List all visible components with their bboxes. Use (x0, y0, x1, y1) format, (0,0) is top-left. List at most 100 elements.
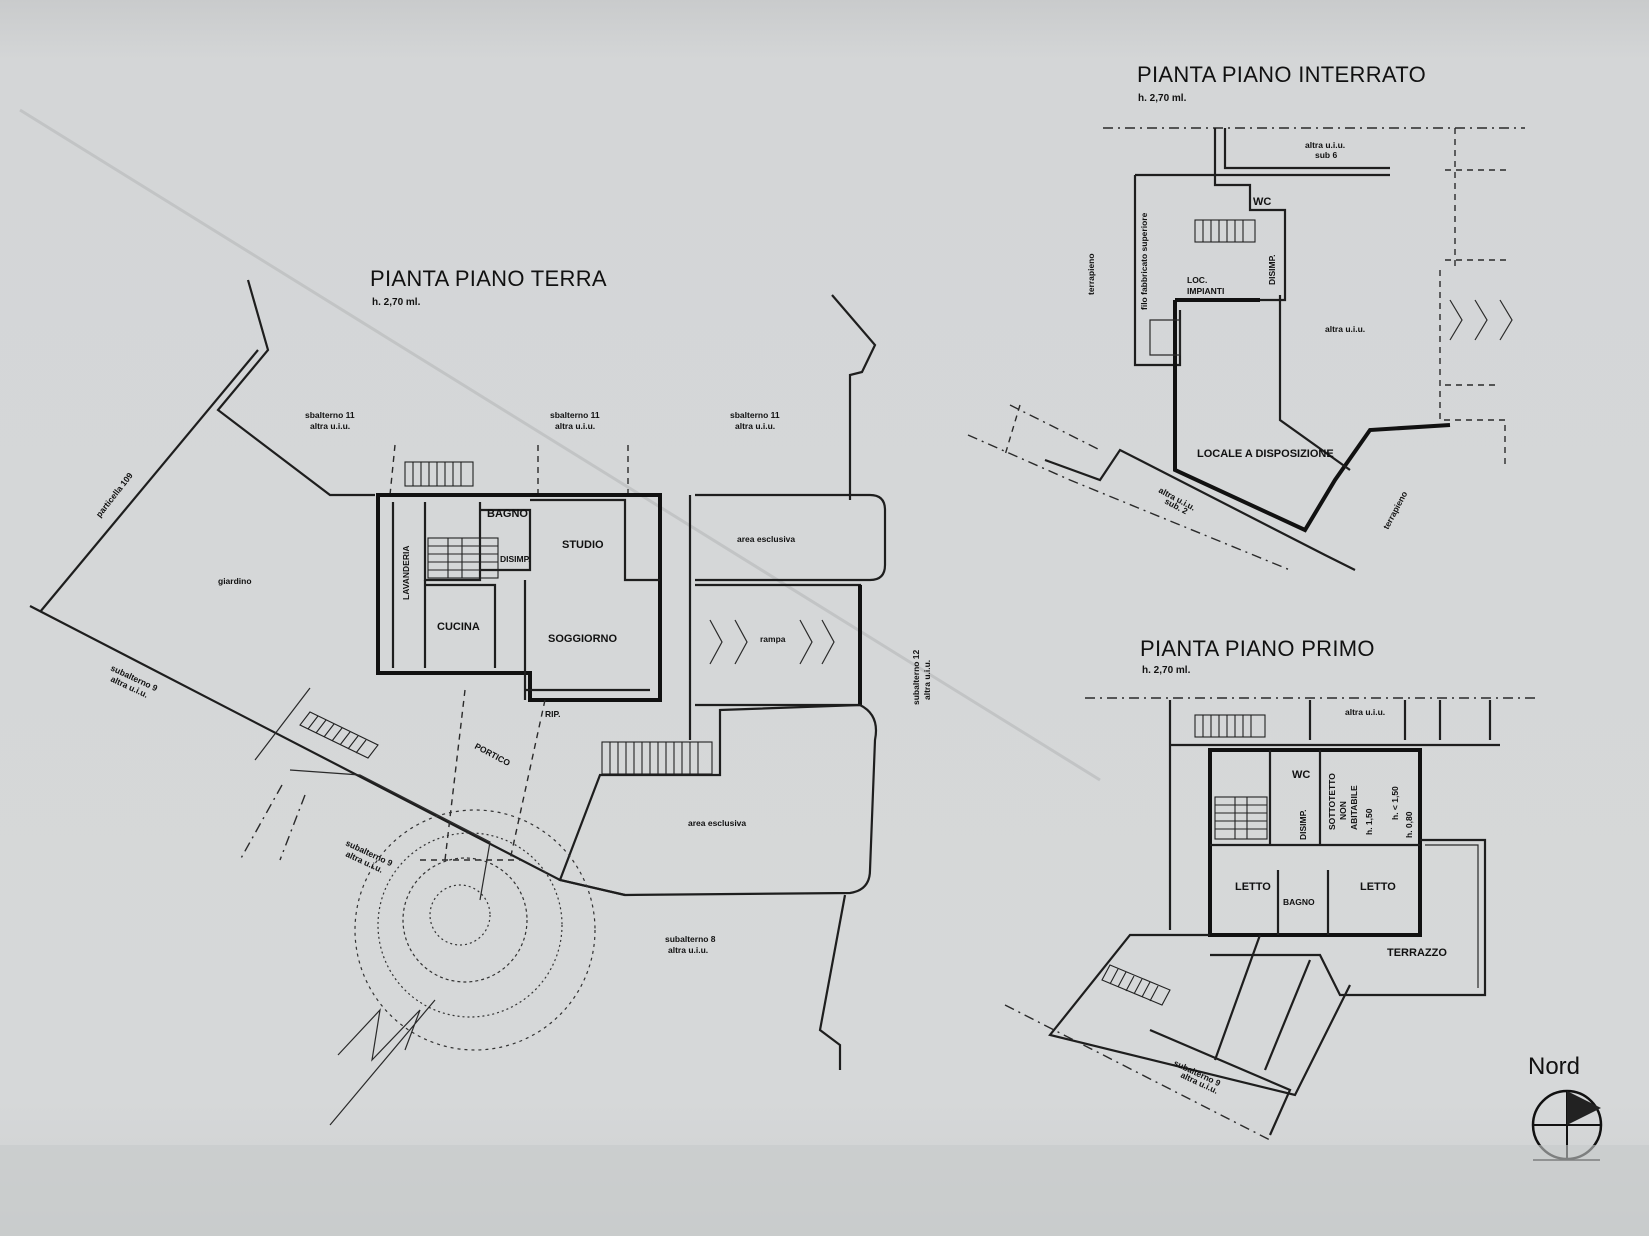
disimp-walls (480, 508, 532, 572)
first-house-outline (1208, 748, 1422, 937)
house-outline (376, 493, 662, 702)
basement-east-dashed (1439, 270, 1506, 465)
label-terrapieno-left: terrapieno (1086, 253, 1096, 295)
first-terrazzo-outline (1210, 838, 1487, 997)
basement-inner-wall (1278, 295, 1351, 471)
room-primo-disimp: DISIMP. (1298, 809, 1308, 840)
site-boundary-particella (39, 349, 259, 613)
site-boundary-se (818, 894, 847, 1070)
first-inner-walls (1210, 750, 1420, 935)
room-locale-disposizione: LOCALE A DISPOSIZIONE (1197, 448, 1334, 460)
label-sub11-right-2: altra u.i.u. (735, 421, 775, 431)
ground-floor-height: h. 2,70 ml. (372, 297, 421, 308)
room-letto-right: LETTO (1360, 881, 1396, 893)
label-sub12-2: altra u.i.u. (922, 660, 932, 700)
label-h-b: h. 0,80 (1404, 811, 1414, 838)
room-studio: STUDIO (562, 539, 604, 551)
first-terrazzo-inner (1425, 844, 1479, 988)
label-primo-altra-uiu: altra u.i.u. (1345, 707, 1385, 717)
ground-stair-top (404, 461, 474, 487)
room-bagno: BAGNO (487, 508, 528, 520)
label-sub11-mid-1: sbalterno 11 (550, 410, 600, 420)
label-sub11-left-1: sbalterno 11 (305, 410, 355, 420)
room-loc-1: LOC. (1187, 275, 1207, 285)
compass-needle (1567, 1091, 1601, 1125)
cucina-walls (423, 580, 497, 668)
label-interrato-altra-uiu: altra u.i.u. (1325, 324, 1365, 334)
room-cucina: CUCINA (437, 621, 480, 633)
label-particella: particella 109 (94, 470, 135, 519)
plan-basement: PIANTA PIANO INTERRATO h. 2,70 ml. altra… (967, 62, 1525, 571)
room-soggiorno: SOGGIORNO (548, 633, 618, 645)
tree-symbol (354, 809, 596, 1051)
basement-right-dashed (1445, 128, 1510, 270)
basement-ramp-arrows (1449, 299, 1513, 341)
garden-lines (254, 687, 491, 901)
room-portico: PORTICO (473, 741, 512, 768)
portico-outline (420, 689, 546, 861)
ground-floor-title: PIANTA PIANO TERRA (370, 266, 607, 291)
room-lavanderia: LAVANDERIA (401, 546, 411, 600)
paper-bottom-edge (0, 1145, 1649, 1236)
label-sub11-mid-2: altra u.i.u. (555, 421, 595, 431)
room-disimp: DISIMP. (500, 554, 531, 564)
basement-north-walls (1213, 128, 1390, 177)
first-floor-height: h. 2,70 ml. (1142, 665, 1191, 676)
site-boundary-east (831, 294, 877, 500)
first-north-walls (1168, 700, 1492, 930)
first-sub9-walls (1149, 1028, 1292, 1136)
room-sottotetto-1: SOTTOTETTO (1327, 773, 1337, 830)
site-boundary-north (216, 279, 375, 497)
room-sottotetto-2: NON (1338, 801, 1348, 820)
basement-height: h. 2,70 ml. (1138, 93, 1187, 104)
basement-sw-dashed (1004, 404, 1021, 456)
sub11-dividers (389, 444, 629, 496)
nord-label: Nord (1528, 1053, 1580, 1080)
label-interrato-altra-sub6-1: altra u.i.u. (1305, 140, 1345, 150)
plan-ground-floor: PIANTA PIANO TERRA h. 2,70 ml. (29, 266, 932, 1126)
soggiorno-walls (523, 580, 650, 700)
room-rip: RIP. (545, 709, 560, 719)
first-south-walls (1048, 933, 1351, 1097)
ground-stair-lower (601, 741, 713, 775)
label-area-esclusiva-bottom: area esclusiva (688, 818, 746, 828)
first-stair-sw (1101, 964, 1171, 1006)
first-boundary-dashed (1004, 1004, 1271, 1141)
plan-first-floor: PIANTA PIANO PRIMO h. 2,70 ml. altra u.i… (1004, 636, 1535, 1141)
rampa-arrows (709, 619, 835, 665)
first-floor-title: PIANTA PIANO PRIMO (1140, 636, 1375, 661)
label-h-150: h. < 1,50 (1390, 786, 1400, 820)
basement-south-walls (1044, 448, 1356, 571)
basement-wc-walls (1135, 173, 1287, 302)
north-arrow-sketch (329, 999, 436, 1126)
label-interrato-altra-sub6-2: sub 6 (1315, 150, 1337, 160)
room-primo-wc: WC (1292, 769, 1310, 781)
site-boundary-south (29, 605, 626, 897)
label-terrapieno-right: terrapieno (1381, 490, 1409, 531)
room-primo-bagno: BAGNO (1283, 897, 1315, 907)
room-interrato-disimp: DISIMP. (1267, 254, 1277, 285)
label-sub8-1: subalterno 8 (665, 934, 716, 944)
room-sottotetto-3: ABITABILE (1349, 785, 1359, 830)
room-interrato-wc: WC (1253, 196, 1271, 208)
first-stair (1214, 796, 1268, 840)
label-area-esclusiva-top: area esclusiva (737, 534, 795, 544)
ground-stair-inner (427, 537, 499, 579)
label-sub12-1: subalterno 12 (911, 649, 921, 705)
basement-title: PIANTA PIANO INTERRATO (1137, 62, 1426, 87)
paper-fold (19, 108, 1101, 782)
label-sub8-2: altra u.i.u. (668, 945, 708, 955)
basement-stair (1194, 219, 1256, 243)
area-esclusiva-top (695, 493, 887, 582)
basement-shaft (1149, 319, 1181, 356)
basement-locale-walls (1173, 298, 1451, 533)
room-loc-2: IMPIANTI (1187, 286, 1224, 296)
label-rampa: rampa (760, 634, 786, 644)
room-letto-left: LETTO (1235, 881, 1271, 893)
label-giardino: giardino (218, 576, 252, 586)
label-sub11-right-1: sbalterno 11 (730, 410, 780, 420)
studio-walls (530, 498, 660, 582)
north-indicator: Nord (1528, 1053, 1603, 1161)
